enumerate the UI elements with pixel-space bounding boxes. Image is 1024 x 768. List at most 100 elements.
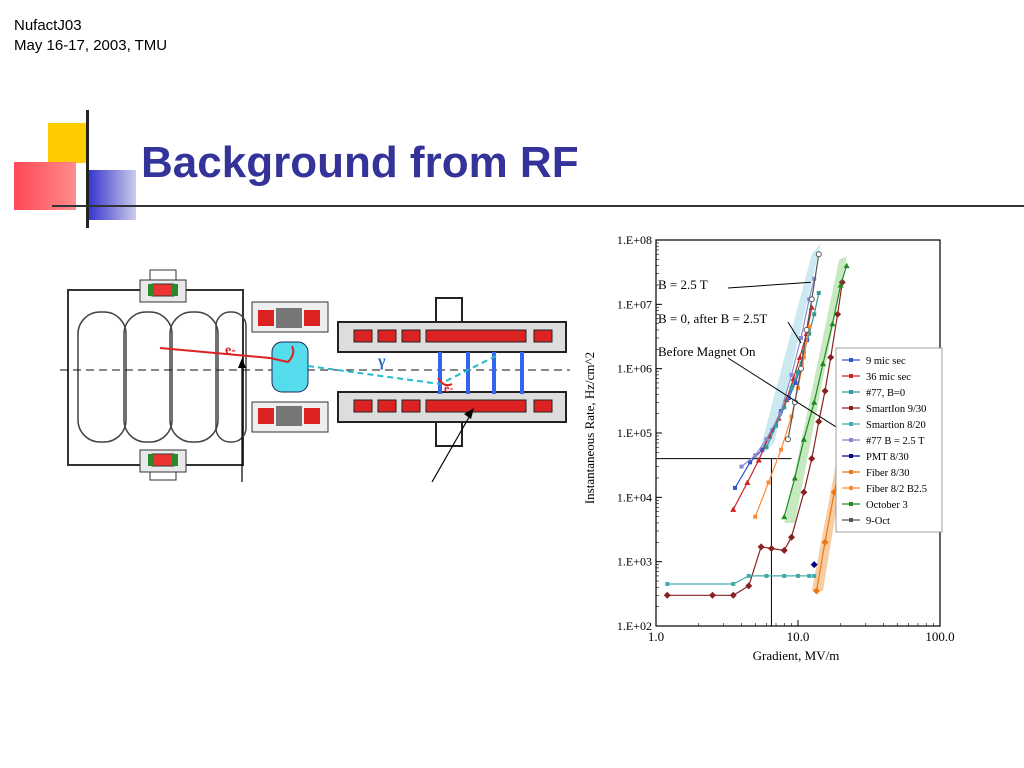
- data-point: [789, 386, 794, 391]
- data-point: [746, 573, 751, 578]
- y-tick-label: 1.E+06: [617, 362, 652, 376]
- legend-marker: [849, 470, 853, 474]
- data-point: [791, 474, 798, 481]
- y-tick-label: 1.E+05: [617, 426, 652, 440]
- data-point: [800, 436, 807, 442]
- data-point: [801, 355, 806, 360]
- conference-date: May 16-17, 2003, TMU: [14, 37, 168, 54]
- data-point: [784, 436, 791, 443]
- legend-marker: [849, 374, 853, 378]
- legend-marker: [849, 502, 853, 506]
- data-point: [730, 506, 737, 512]
- data-point: [808, 296, 815, 303]
- data-point: [807, 331, 812, 336]
- legend-label: Fiber 8/2 B2.5: [866, 484, 927, 495]
- data-point: [789, 414, 794, 419]
- rate-vs-gradient-chart: 1.E+021.E+031.E+041.E+051.E+061.E+071.E+…: [582, 233, 955, 663]
- data-point: [729, 591, 737, 599]
- legend-label: #77 B = 2.5 T: [866, 436, 925, 447]
- data-point: [800, 488, 808, 496]
- data-point: [786, 395, 791, 400]
- legend-label: Fiber 8/30: [866, 468, 909, 479]
- data-point: [745, 582, 753, 590]
- data-point: [781, 513, 788, 520]
- data-point: [834, 310, 842, 318]
- conference-name: NufactJ03: [14, 17, 82, 34]
- series-line: [741, 278, 815, 468]
- y-tick-label: 1.E+03: [617, 555, 652, 569]
- gamma-track: [307, 353, 501, 386]
- data-point: [731, 581, 736, 586]
- series-line: [667, 282, 843, 596]
- legend-marker: [849, 406, 853, 410]
- data-point: [767, 545, 775, 553]
- data-point: [808, 455, 816, 463]
- electron-label: e-: [225, 343, 236, 358]
- data-point: [760, 447, 765, 452]
- data-point: [827, 353, 835, 361]
- data-point: [807, 324, 812, 329]
- data-point: [821, 538, 829, 546]
- data-point: [774, 423, 779, 428]
- annotation-leader: [727, 281, 811, 289]
- legend-label: Smartion 8/20: [866, 420, 926, 431]
- data-point: [665, 581, 670, 586]
- legend-label: 36 mic sec: [866, 372, 911, 383]
- data-point: [744, 479, 751, 486]
- data-point: [755, 457, 762, 463]
- data-point: [807, 573, 812, 578]
- coil-top-cap: [149, 269, 177, 281]
- legend-label: #77, B=0: [866, 388, 905, 399]
- rf-cavity-diagram: e- γ e-: [60, 269, 570, 483]
- data-point: [796, 369, 800, 374]
- data-point: [709, 591, 717, 599]
- annotation-b25: B = 2.5 T: [658, 277, 708, 292]
- data-point: [799, 335, 804, 340]
- data-point: [663, 591, 671, 599]
- data-point: [829, 320, 836, 327]
- data-point: [778, 411, 783, 416]
- series-line: [783, 265, 848, 517]
- data-point: [789, 372, 794, 377]
- arrow-detector: [431, 411, 473, 483]
- page-title: Background from RF: [141, 138, 579, 187]
- data-point: [820, 360, 827, 367]
- data-point: [739, 464, 744, 469]
- legend-label: 9 mic sec: [866, 356, 906, 367]
- data-point: [783, 396, 790, 403]
- data-point: [815, 251, 822, 258]
- series-line: [787, 254, 820, 440]
- data-point: [798, 365, 805, 372]
- window: [271, 341, 309, 393]
- data-point: [837, 281, 844, 288]
- deco-red-square: [14, 162, 76, 210]
- y-tick-label: 1.E+02: [617, 619, 652, 633]
- data-point: [843, 262, 850, 269]
- electron-label-2: e-: [444, 381, 453, 395]
- series-line: [667, 575, 815, 585]
- y-tick-label: 1.E+08: [617, 233, 652, 247]
- title-underline: [52, 205, 1024, 207]
- y-axis-label: Instantaneous Rate, Hz/cm^2: [582, 352, 597, 504]
- legend-marker: [849, 454, 853, 458]
- data-point: [788, 533, 796, 541]
- data-point: [821, 387, 829, 395]
- data-point: [803, 326, 810, 333]
- data-point: [766, 480, 771, 485]
- data-point: [782, 405, 787, 410]
- data-point: [813, 587, 821, 595]
- legend-marker: [849, 358, 853, 362]
- data-point: [796, 573, 800, 578]
- legend-marker: [849, 486, 853, 490]
- legend-marker: [849, 518, 853, 522]
- legend-label: 9-Oct: [866, 516, 890, 527]
- band-blue: [757, 242, 821, 459]
- data-point: [796, 354, 803, 360]
- y-tick-label: 1.E+07: [617, 297, 652, 311]
- data-point: [779, 447, 784, 452]
- deco-vertical-line: [86, 110, 89, 228]
- data-point: [812, 573, 817, 578]
- cavity-cells: [77, 311, 247, 443]
- x-tick-label: 10.0: [787, 629, 810, 644]
- deco-blue-square: [88, 170, 136, 220]
